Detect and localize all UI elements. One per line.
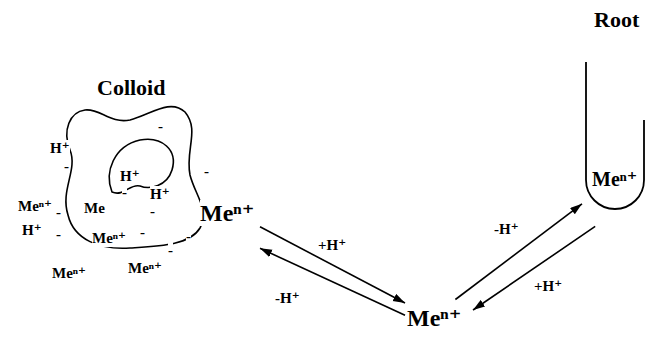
ion-label: H⁺: [22, 222, 42, 239]
ion-label: Meⁿ⁺: [18, 198, 52, 215]
ion-label: Me: [84, 200, 105, 217]
exchange-arrow: [455, 204, 582, 300]
charge-sign: -: [140, 224, 145, 241]
charge-sign: -: [204, 163, 209, 180]
arrow-label: +H⁺: [316, 237, 348, 254]
charge-sign: -: [158, 118, 163, 135]
ion-label: H⁺: [120, 168, 140, 185]
arrow-label: +H⁺: [532, 278, 564, 295]
root-title: Root: [594, 8, 639, 32]
exchange-arrow: [473, 226, 595, 310]
ion-label: Meⁿ⁺: [52, 265, 86, 282]
charge-sign: -: [56, 226, 61, 243]
free-ion: Meⁿ⁺: [405, 303, 468, 338]
charge-sign: -: [122, 184, 127, 201]
arrow-label: -H⁺: [492, 221, 521, 238]
ion-label: H⁺: [50, 140, 70, 157]
charge-sign: -: [56, 204, 61, 221]
ion-label: Meⁿ⁺: [128, 260, 162, 277]
exchange-arrow: [260, 248, 405, 315]
ion-label: Meⁿ⁺: [592, 168, 637, 190]
ion-label: Meⁿ⁺: [92, 230, 126, 247]
charge-sign: -: [168, 242, 173, 259]
colloid-title: Colloid: [97, 76, 165, 100]
colloid-outline: [66, 107, 203, 249]
charge-sign: -: [64, 158, 69, 175]
ion-label: Meⁿ⁺: [407, 305, 461, 331]
root-tip: RootMeⁿ⁺: [582, 5, 648, 210]
charge-sign: -: [150, 203, 155, 220]
arrow-label: -H⁺: [273, 290, 302, 307]
ion-label: H⁺: [150, 186, 170, 203]
root-outline: [586, 62, 644, 209]
charge-sign: -: [186, 228, 191, 245]
ion-label: Meⁿ⁺: [200, 200, 254, 226]
